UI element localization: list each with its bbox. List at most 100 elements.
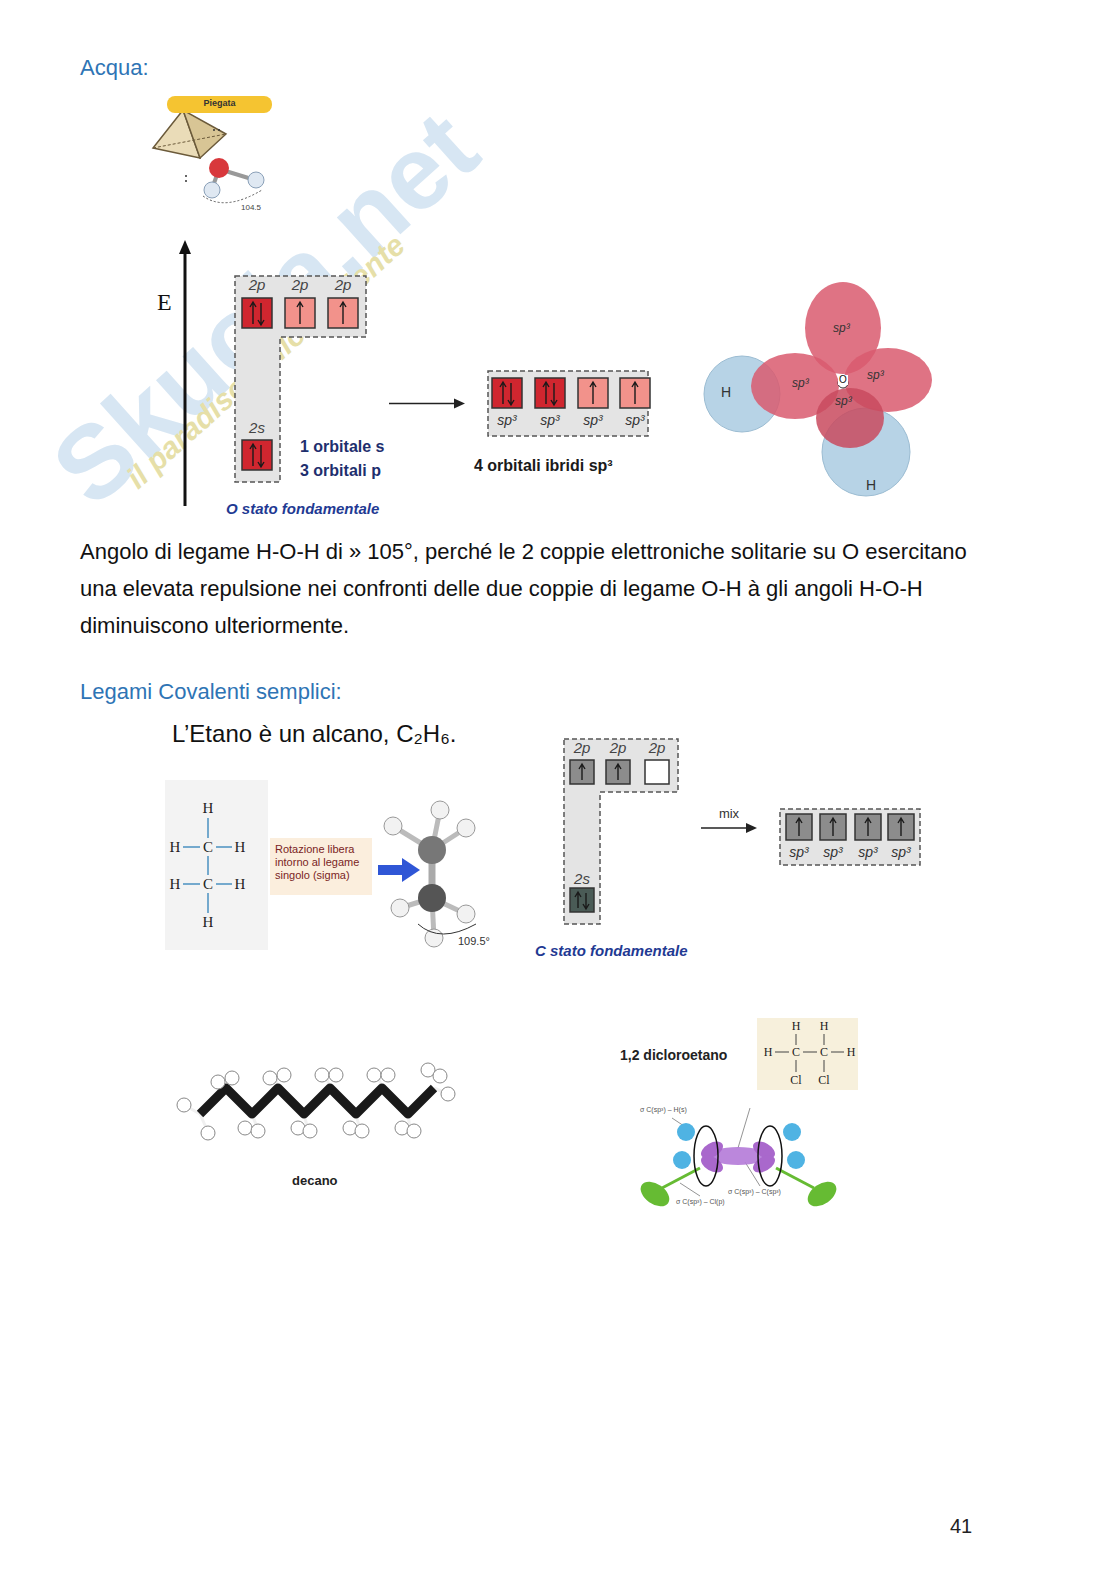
hybrid-orbital-box: sp³sp³sp³sp³ — [779, 808, 921, 866]
illustration-part — [238, 1121, 252, 1135]
illustration-part — [389, 403, 456, 405]
molecule-name: 1,2 dicloroetano — [620, 1047, 727, 1064]
illustration-part — [564, 739, 678, 924]
illustration-part — [297, 302, 303, 324]
illustration-part — [391, 899, 409, 917]
node-text: sp³ — [781, 844, 817, 861]
illustration-part — [177, 1063, 455, 1140]
illustration-part — [235, 276, 366, 482]
illustration-part — [418, 924, 476, 934]
node-text: C — [814, 1043, 834, 1061]
illustration-part — [242, 298, 272, 328]
illustration-part — [218, 129, 220, 131]
illustration-part — [285, 298, 315, 328]
orbital-label: sp³ — [792, 376, 809, 390]
illustration-part — [186, 1076, 448, 1132]
illustration-part — [757, 1018, 858, 1090]
illustration-part — [167, 96, 272, 113]
illustration-part — [816, 388, 884, 448]
illustration-part — [738, 1108, 750, 1148]
node-text: H — [786, 1017, 806, 1035]
node-text: 2s — [242, 419, 272, 437]
orbital-diagram-box: 2p2p2p2sC stato fondamentale — [563, 738, 679, 925]
illustration-part — [315, 1068, 329, 1082]
illustration-part — [225, 1071, 239, 1085]
illustration-part — [185, 175, 187, 177]
illustration-part — [250, 302, 264, 325]
illustration-part — [677, 1123, 695, 1141]
illustration-part — [203, 190, 262, 203]
illustration-part — [454, 399, 465, 409]
illustration-part — [153, 134, 226, 148]
illustration-part — [216, 846, 232, 848]
illustration-part — [211, 1075, 225, 1089]
node-text: H — [165, 875, 185, 893]
illustration-part — [328, 298, 358, 328]
node-text: H — [165, 838, 185, 856]
node-text: C stato fondamentale — [535, 942, 688, 960]
illustration-part — [201, 1126, 215, 1140]
illustration-part — [824, 1060, 825, 1072]
illustration-part — [183, 110, 226, 158]
illustration-part — [680, 1183, 700, 1196]
illustration-part — [179, 240, 191, 254]
illustration-part — [606, 760, 630, 784]
illustration-part — [183, 883, 200, 885]
node-text: sp³ — [883, 844, 919, 861]
illustration-part — [177, 1098, 191, 1112]
dichloroethane-orbitals — [636, 1108, 841, 1211]
illustration-part — [775, 1052, 789, 1053]
axis-label: E — [157, 288, 172, 317]
illustration-part — [750, 1152, 778, 1176]
illustration-part — [830, 818, 836, 836]
illustration-part — [251, 1124, 265, 1138]
node-text: Piegata — [167, 98, 272, 109]
illustration-part — [758, 1126, 782, 1186]
illustration-part — [787, 1151, 805, 1169]
illustration-part — [783, 1123, 801, 1141]
node-text: sp³ — [815, 844, 851, 861]
node-text: 2p — [328, 276, 358, 294]
illustration-part — [441, 1087, 455, 1101]
illustration-part — [378, 865, 404, 875]
node-text: H — [198, 799, 218, 817]
node-text: H — [841, 1043, 861, 1061]
illustration-part — [780, 809, 920, 865]
illustration-part — [425, 929, 443, 947]
water-molecule — [185, 129, 264, 203]
illustration-part — [270, 838, 372, 895]
illustration-part — [746, 823, 757, 833]
node-text: 2p — [285, 276, 315, 294]
node-text: O stato fondamentale — [226, 500, 379, 518]
node-text: C — [198, 838, 218, 856]
node-text: H — [758, 1043, 778, 1061]
node-text: H — [198, 913, 218, 931]
illustration-part — [384, 817, 402, 835]
illustration-part — [673, 1151, 691, 1169]
illustration-part — [418, 836, 446, 864]
illustration-part — [213, 129, 215, 131]
illustration-part — [216, 883, 232, 885]
illustration-part — [855, 814, 881, 840]
illustration-part — [645, 760, 669, 784]
illustration-part — [207, 856, 209, 875]
illustration-part — [431, 801, 449, 819]
illustration-part — [418, 884, 446, 912]
bond-label: σ C(sp³) – H(s) — [640, 1106, 687, 1114]
illustration-part — [662, 1168, 700, 1188]
node-text: Cl — [814, 1071, 834, 1089]
section-heading: Legami Covalenti semplici: — [80, 679, 342, 705]
node-text: sp³ — [850, 844, 886, 861]
node-text: 2p — [242, 276, 272, 294]
illustration-part — [796, 818, 802, 836]
orbital-label: sp³ — [867, 368, 884, 382]
sp3-orbital-model — [704, 282, 932, 496]
node-outline — [234, 275, 367, 483]
node-text: 2p — [642, 739, 672, 757]
illustration-part — [204, 182, 220, 198]
illustration-part — [543, 382, 557, 405]
node-text: H — [230, 875, 250, 893]
illustration-part — [183, 818, 232, 913]
illustration-part — [165, 780, 268, 950]
